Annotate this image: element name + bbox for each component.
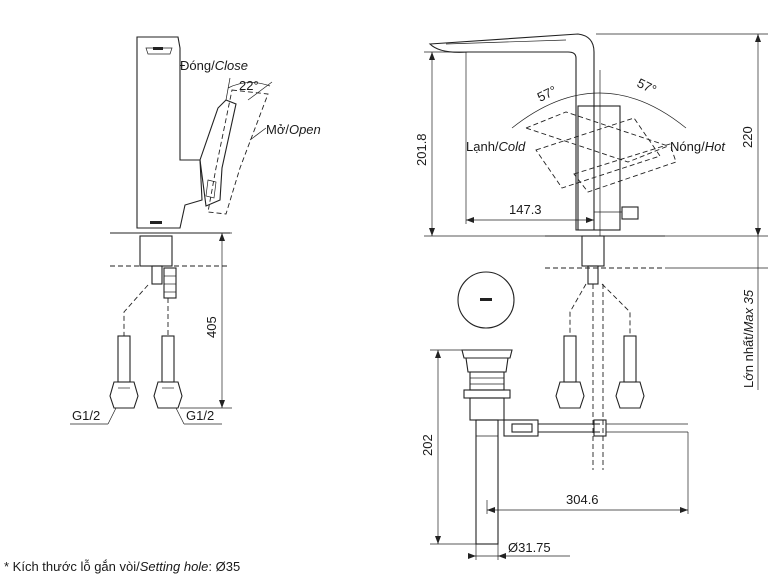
dim-tailpiece-length: 304.6 (566, 492, 599, 507)
side-view: Đóng/Close 22° Mở/Open 405 G1/2 G1/2 (70, 36, 321, 425)
setting-hole-footnote: * Kích thước lỗ gắn vòi/Setting hole: Ø3… (4, 559, 240, 574)
max-thickness-label-en: Max 35 (741, 289, 756, 332)
front-view: 57° 57° Lạnh/Cold Nóng/Hot 201.8 220 147… (414, 33, 768, 560)
lever-angle-label: 22° (239, 78, 259, 93)
svg-text:Đóng/Close: Đóng/Close (180, 58, 248, 73)
open-label-en: Open (289, 122, 321, 137)
svg-text:Nóng/Hot: Nóng/Hot (670, 139, 726, 154)
cold-label-en: Cold (499, 139, 527, 154)
thread-label-left: G1/2 (72, 408, 100, 423)
open-label: Mở/ (266, 122, 289, 137)
cold-label: Lạnh/ (466, 139, 499, 154)
angle-right-label: 57° (635, 75, 659, 97)
dim-drain-length: 202 (420, 434, 435, 456)
hot-label: Nóng/ (670, 139, 705, 154)
close-label-en: Close (215, 58, 248, 73)
dim-drain-diameter: Ø31.75 (508, 540, 551, 555)
svg-text:Lạnh/Cold: Lạnh/Cold (466, 139, 526, 154)
max-thickness-label: Lớn nhất/ (741, 332, 756, 388)
dim-hose-length: 405 (204, 316, 219, 338)
dim-spout-reach: 147.3 (509, 202, 542, 217)
svg-text:Mở/Open: Mở/Open (266, 122, 321, 137)
footnote-italic: Setting hole (139, 559, 209, 574)
svg-text:Lớn nhất/Max 35: Lớn nhất/Max 35 (741, 289, 756, 388)
close-label: Đóng/ (180, 58, 215, 73)
dim-spout-height: 201.8 (414, 133, 429, 166)
footnote-suffix: : Ø35 (208, 559, 241, 574)
dim-total-height: 220 (740, 126, 755, 148)
footnote-prefix: * Kích thước lỗ gắn vòi/ (4, 559, 140, 574)
hot-label-en: Hot (705, 139, 727, 154)
thread-label-right: G1/2 (186, 408, 214, 423)
angle-left-label: 57° (535, 83, 559, 105)
